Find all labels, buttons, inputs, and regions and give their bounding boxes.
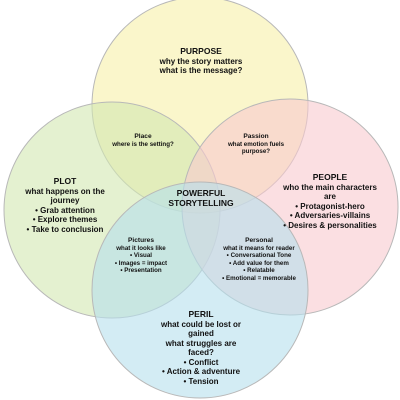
purpose-line-2: what is the message?	[159, 66, 243, 75]
personal-label: Personal what it means for reader• Conve…	[222, 237, 296, 283]
plot-line-4: • Explore themes	[32, 215, 98, 224]
peril-line-2: gained	[188, 329, 214, 338]
peril-line-3: what struggles are	[165, 338, 237, 348]
peril-line-4: faced?	[188, 348, 214, 357]
passion-line-1: what emotion fuels	[227, 140, 285, 148]
peril-circle	[91, 181, 309, 399]
peril-line-5: • Conflict	[183, 357, 219, 367]
people-title: PEOPLE	[312, 172, 348, 182]
plot-line-1: what happens on the	[25, 186, 105, 196]
plot-line-2: journey	[50, 196, 80, 205]
peril-line-7: • Tension	[183, 376, 219, 386]
pictures-line-1: what it looks like	[116, 244, 166, 252]
center-label: POWERFUL STORYTELLING	[168, 188, 233, 208]
center-line-1: POWERFUL	[176, 188, 226, 198]
personal-line-4: • Relatable	[243, 267, 275, 275]
peril-line-1: what could be lost or	[160, 319, 242, 329]
people-line-1: who the main characters	[283, 182, 377, 192]
personal-title: Personal	[245, 237, 273, 244]
purpose-line-1: why the story matters	[159, 56, 243, 66]
plot-line-5: • Take to conclusion	[26, 224, 104, 234]
peril-title: PERIL	[188, 309, 214, 319]
pictures-line-4: • Presentation	[120, 267, 162, 275]
people-line-4: • Adversaries-villains	[289, 211, 371, 220]
passion-line-2: purpose?	[241, 148, 271, 156]
personal-line-2: • Conversational Tone	[226, 252, 292, 260]
people-line-2: are	[323, 192, 336, 201]
personal-line-3: • Add value for them	[229, 259, 289, 267]
pictures-line-2: • Visual	[129, 252, 152, 260]
peril-line-6: • Action & adventure	[161, 367, 241, 376]
people-line-3: • Protagonist-hero	[295, 201, 365, 211]
place-line-1: where is the setting?	[112, 140, 174, 148]
place-title: Place	[134, 133, 152, 140]
passion-title: Passion	[243, 133, 269, 140]
place-label: Place where is the setting?	[112, 133, 174, 148]
plot-line-3: • Grab attention	[35, 205, 95, 215]
plot-title: PLOT	[53, 176, 77, 186]
pictures-line-3: • Images = impact	[114, 259, 168, 267]
center-line-2: STORYTELLING	[168, 198, 234, 208]
pictures-label: Pictures what it looks like• Visual• Ima…	[115, 237, 167, 275]
people-line-5: • Desires & personalities	[283, 220, 377, 230]
personal-line-5: • Emotional = memorable	[222, 274, 296, 282]
pictures-title: Pictures	[127, 237, 155, 244]
purpose-title: PURPOSE	[180, 46, 222, 56]
personal-line-1: what it means for reader	[223, 244, 295, 252]
